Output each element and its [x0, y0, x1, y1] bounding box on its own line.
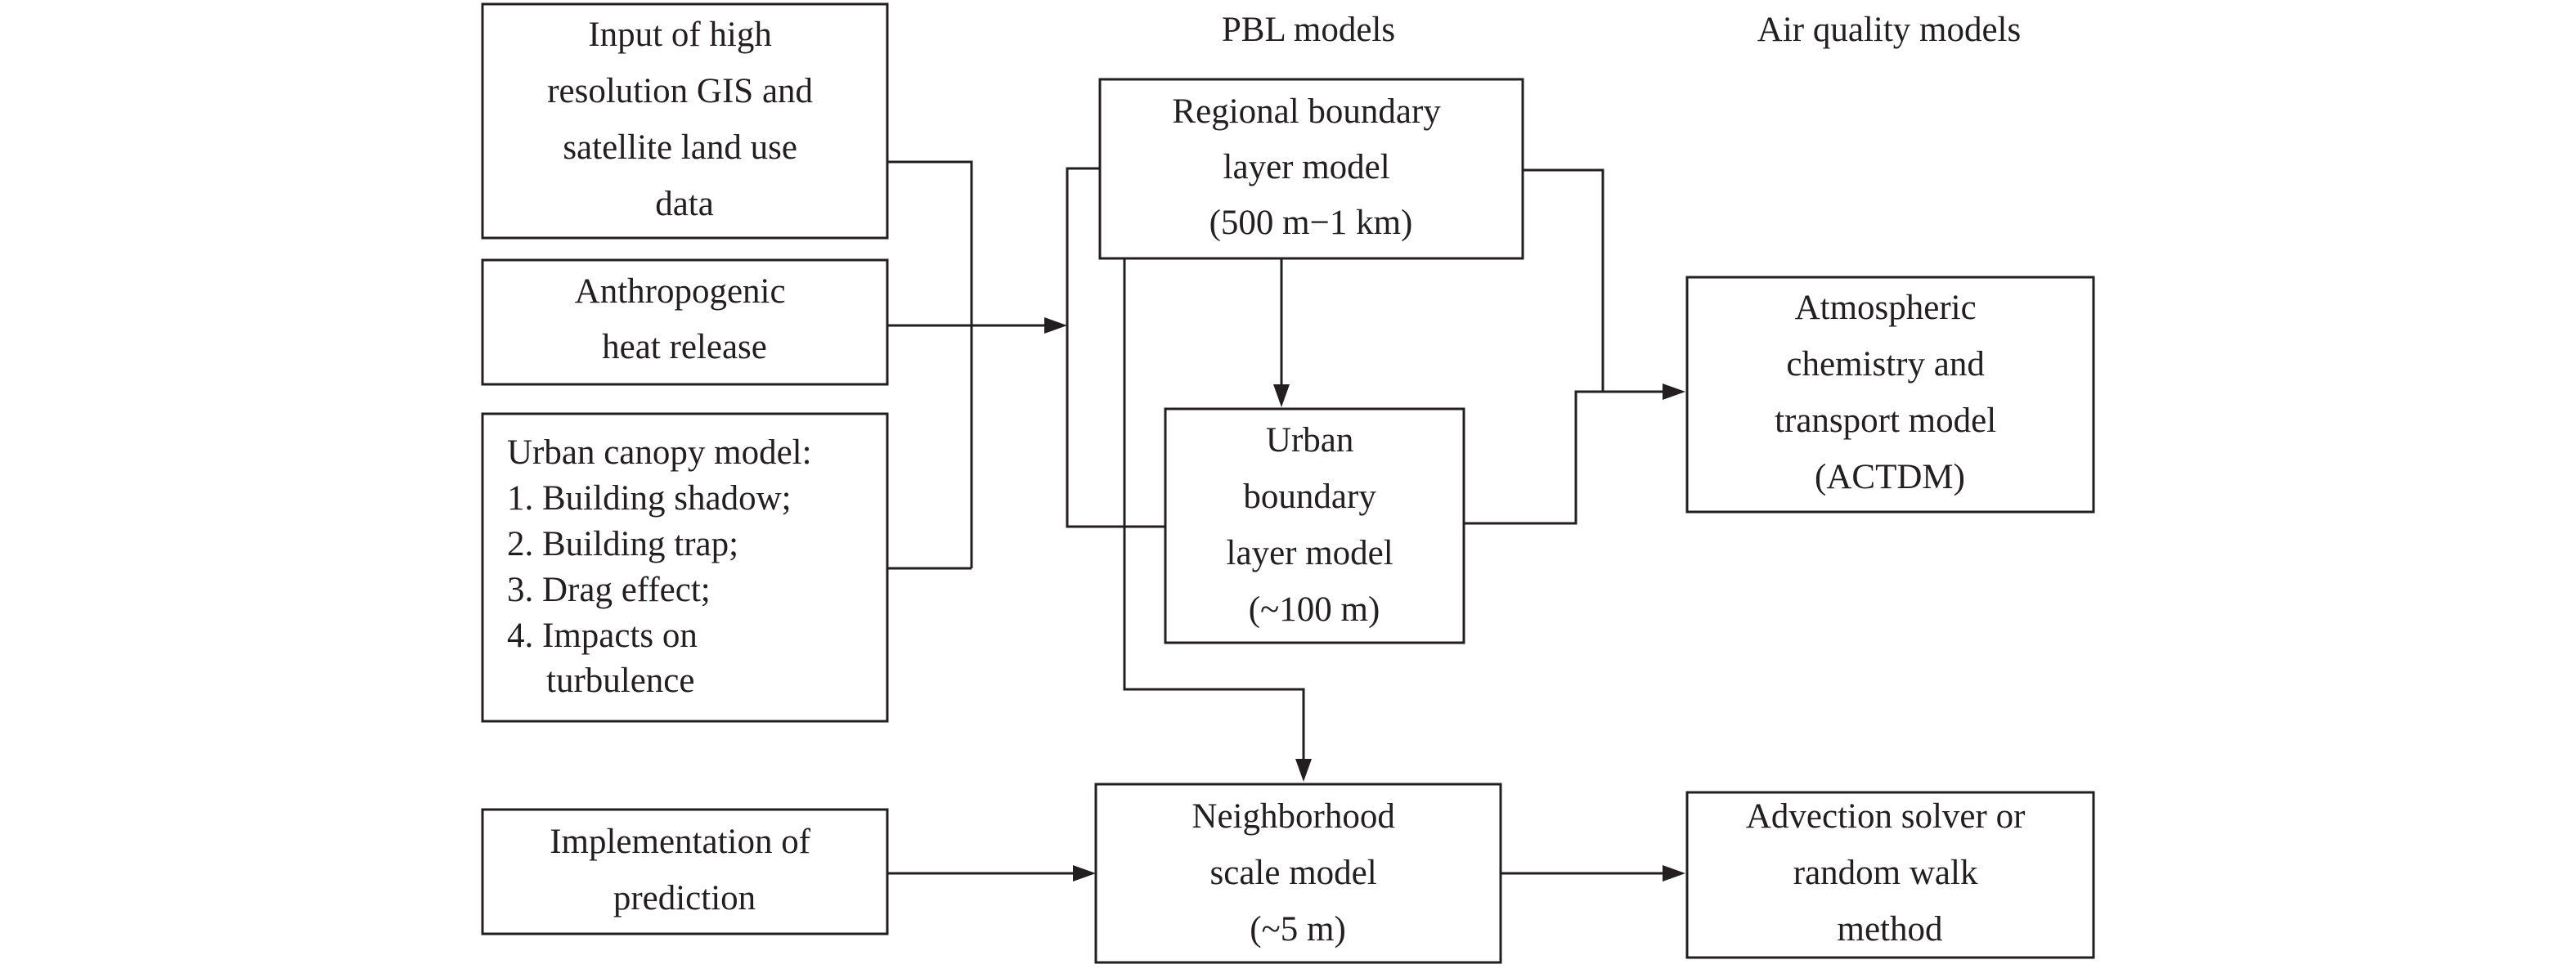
arrowhead-into-neighborhood-left [1073, 865, 1096, 882]
box-urban-canopy-line: 1. Building shadow; [507, 479, 792, 518]
arrowhead-into-pbl-bus [1044, 317, 1067, 334]
svg-text:Urban canopy model: 1. B: Urban canopy model: 1. Building shadow; … [507, 433, 820, 700]
box-neighborhood-scale-line: Neighborhood [1192, 797, 1394, 836]
svg-text:Advection solver or rand: Advection solver or random walk method [1746, 797, 2034, 949]
box-urban-boundary-layer: Urban boundary layer model (~100 m) [1164, 407, 1465, 644]
box-neighborhood-scale: Neighborhood scale model (~5 m) [1094, 783, 1502, 964]
box-regional-boundary-layer-line: (500 m−1 km) [1209, 204, 1413, 242]
box-urban-boundary-layer-line: (~100 m) [1249, 590, 1380, 629]
box-actdm-line: Atmospheric [1795, 289, 1977, 327]
box-urban-canopy-line: 2. Building trap; [507, 525, 738, 563]
arrowhead-into-actdm [1663, 384, 1685, 400]
connector-regional-to-actdm [1523, 168, 1604, 392]
header-air-quality-models: Air quality models [1757, 11, 2021, 49]
box-advection-solver-line: method [1838, 910, 1943, 949]
box-urban-boundary-layer-line: Urban [1266, 421, 1353, 460]
box-neighborhood-scale-line: (~5 m) [1250, 910, 1346, 949]
box-gis-input-line: satellite land use [563, 128, 797, 167]
header-pbl-models: PBL models [1222, 11, 1395, 49]
svg-text:Anthropogenic heat relea: Anthropogenic heat release [575, 272, 795, 366]
box-urban-boundary-layer-line: boundary [1243, 478, 1376, 516]
connector-urban-to-actdm [1464, 390, 1666, 525]
box-regional-boundary-layer-line: layer model [1223, 148, 1390, 186]
box-implementation-line: Implementation of [550, 823, 811, 861]
connectors [887, 160, 1685, 882]
box-actdm-line: transport model [1775, 402, 1996, 440]
box-regional-boundary-layer-line: Regional boundary [1172, 92, 1441, 131]
arrowhead-into-urban-bl [1273, 384, 1290, 407]
box-implementation-line: prediction [613, 879, 756, 917]
box-urban-canopy-line: Urban canopy model: [507, 433, 812, 472]
svg-text:Regional boundary layer: Regional boundary layer model (500 m−1 k… [1172, 92, 1449, 242]
connector-regional-to-neighborhood [1123, 258, 1305, 762]
box-actdm-line: (ACTDM) [1815, 458, 1965, 496]
box-urban-canopy-line: turbulence [546, 662, 694, 700]
svg-text:Urban boundary lay: Urban boundary layer model (~100 m) [1227, 421, 1402, 629]
box-actdm: Atmospheric chemistry and transport mode… [1685, 276, 2095, 514]
box-advection-solver-line: Advection solver or [1746, 797, 2026, 836]
box-advection-solver: Advection solver or random walk method [1685, 791, 2095, 959]
box-gis-input-line: Input of high [588, 16, 772, 54]
box-neighborhood-scale-line: scale model [1210, 854, 1377, 892]
svg-text:Implementation of predic: Implementation of prediction [550, 823, 819, 917]
arrowhead-into-neighborhood [1295, 759, 1312, 782]
box-regional-boundary-layer: Regional boundary layer model (500 m−1 k… [1098, 78, 1524, 260]
svg-text:Neighborhood scale model: Neighborhood scale model (~5 m) [1192, 797, 1403, 949]
connector-pbl-bus [1066, 167, 1165, 528]
arrowhead-into-advection [1663, 865, 1685, 882]
box-gis-input-line: data [655, 185, 714, 223]
box-actdm-line: chemistry and [1786, 345, 1984, 384]
box-gis-input-line: resolution GIS and [547, 72, 813, 110]
box-advection-solver-line: random walk [1793, 854, 1978, 892]
svg-text:Input of high resolution: Input of high resolution GIS and satelli… [547, 16, 822, 223]
box-implementation: Implementation of prediction [481, 808, 889, 935]
box-urban-canopy-line: 3. Drag effect; [507, 571, 711, 609]
box-urban-boundary-layer-line: layer model [1227, 534, 1393, 572]
box-anthropogenic-heat-line: heat release [602, 328, 767, 366]
box-anthropogenic-heat-line: Anthropogenic [575, 272, 786, 311]
svg-text:Atmospheric chemistry an: Atmospheric chemistry and transport mode… [1775, 289, 2005, 496]
box-gis-input: Input of high resolution GIS and satelli… [481, 2, 889, 240]
connector-gis-to-bus [887, 160, 973, 568]
box-anthropogenic-heat: Anthropogenic heat release [481, 258, 889, 386]
box-urban-canopy: Urban canopy model: 1. Building shadow; … [481, 412, 889, 723]
box-urban-canopy-line: 4. Impacts on [507, 617, 698, 655]
